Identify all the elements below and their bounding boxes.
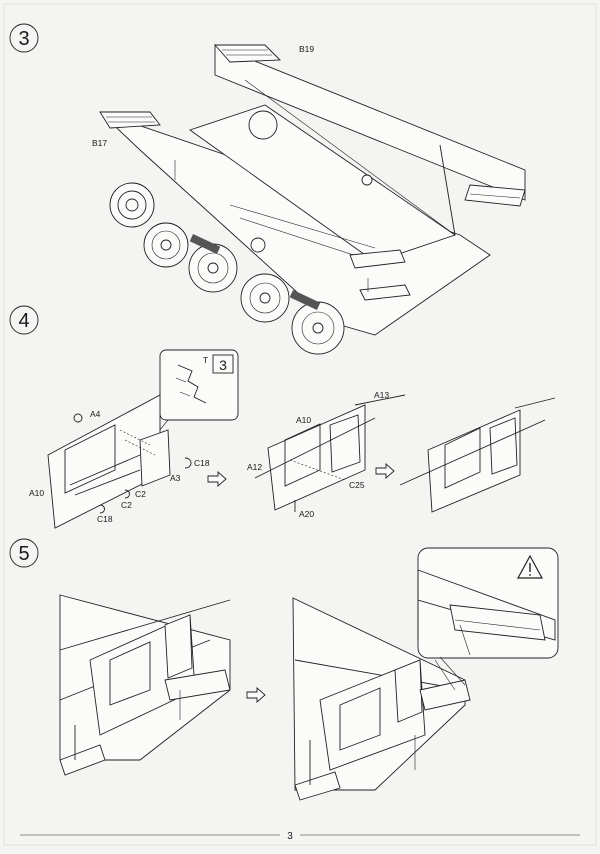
part-label-a20: A20 <box>299 509 314 519</box>
step-arrow-icon <box>207 471 227 487</box>
page-number: 3 <box>287 831 293 842</box>
callout-ref-number: 3 <box>219 357 227 373</box>
step-4-number-circle <box>9 305 39 335</box>
part-label-a4: A4 <box>90 409 101 419</box>
part-label-c2-b: C2 <box>121 500 132 510</box>
step-5-number-circle <box>9 538 39 568</box>
detail-callout-step-5 <box>417 547 559 659</box>
part-label-c18-bottom: C18 <box>97 514 113 524</box>
part-label-b19: B19 <box>299 44 314 54</box>
step-3-number: 3 <box>18 28 29 50</box>
part-label-a10-left: A10 <box>29 488 44 498</box>
detail-callout <box>159 349 239 421</box>
step-3: 3 <box>9 23 526 355</box>
part-label-c25: C25 <box>349 480 365 490</box>
step-arrow-icon <box>246 687 266 703</box>
step-4: 4 3 T A4 C18 A10 C2 C2 C18 A3 <box>9 305 556 529</box>
part-label-b17: B17 <box>92 138 107 148</box>
part-label-c2-a: C2 <box>135 489 146 499</box>
warning-triangle-icon <box>516 554 544 579</box>
step-4-number: 4 <box>18 310 29 332</box>
step-5-number: 5 <box>18 543 29 565</box>
step-3-number-circle <box>9 23 39 53</box>
step-5: 5 <box>9 538 559 801</box>
step-arrow-icon <box>375 463 395 479</box>
part-label-a13: A13 <box>374 390 389 400</box>
part-label-c18-top: C18 <box>194 458 210 468</box>
part-label-a3: A3 <box>170 473 181 483</box>
part-label-a10-mid: A10 <box>296 415 311 425</box>
callout-label-t: T <box>203 355 208 365</box>
part-label-a12: A12 <box>247 462 262 472</box>
